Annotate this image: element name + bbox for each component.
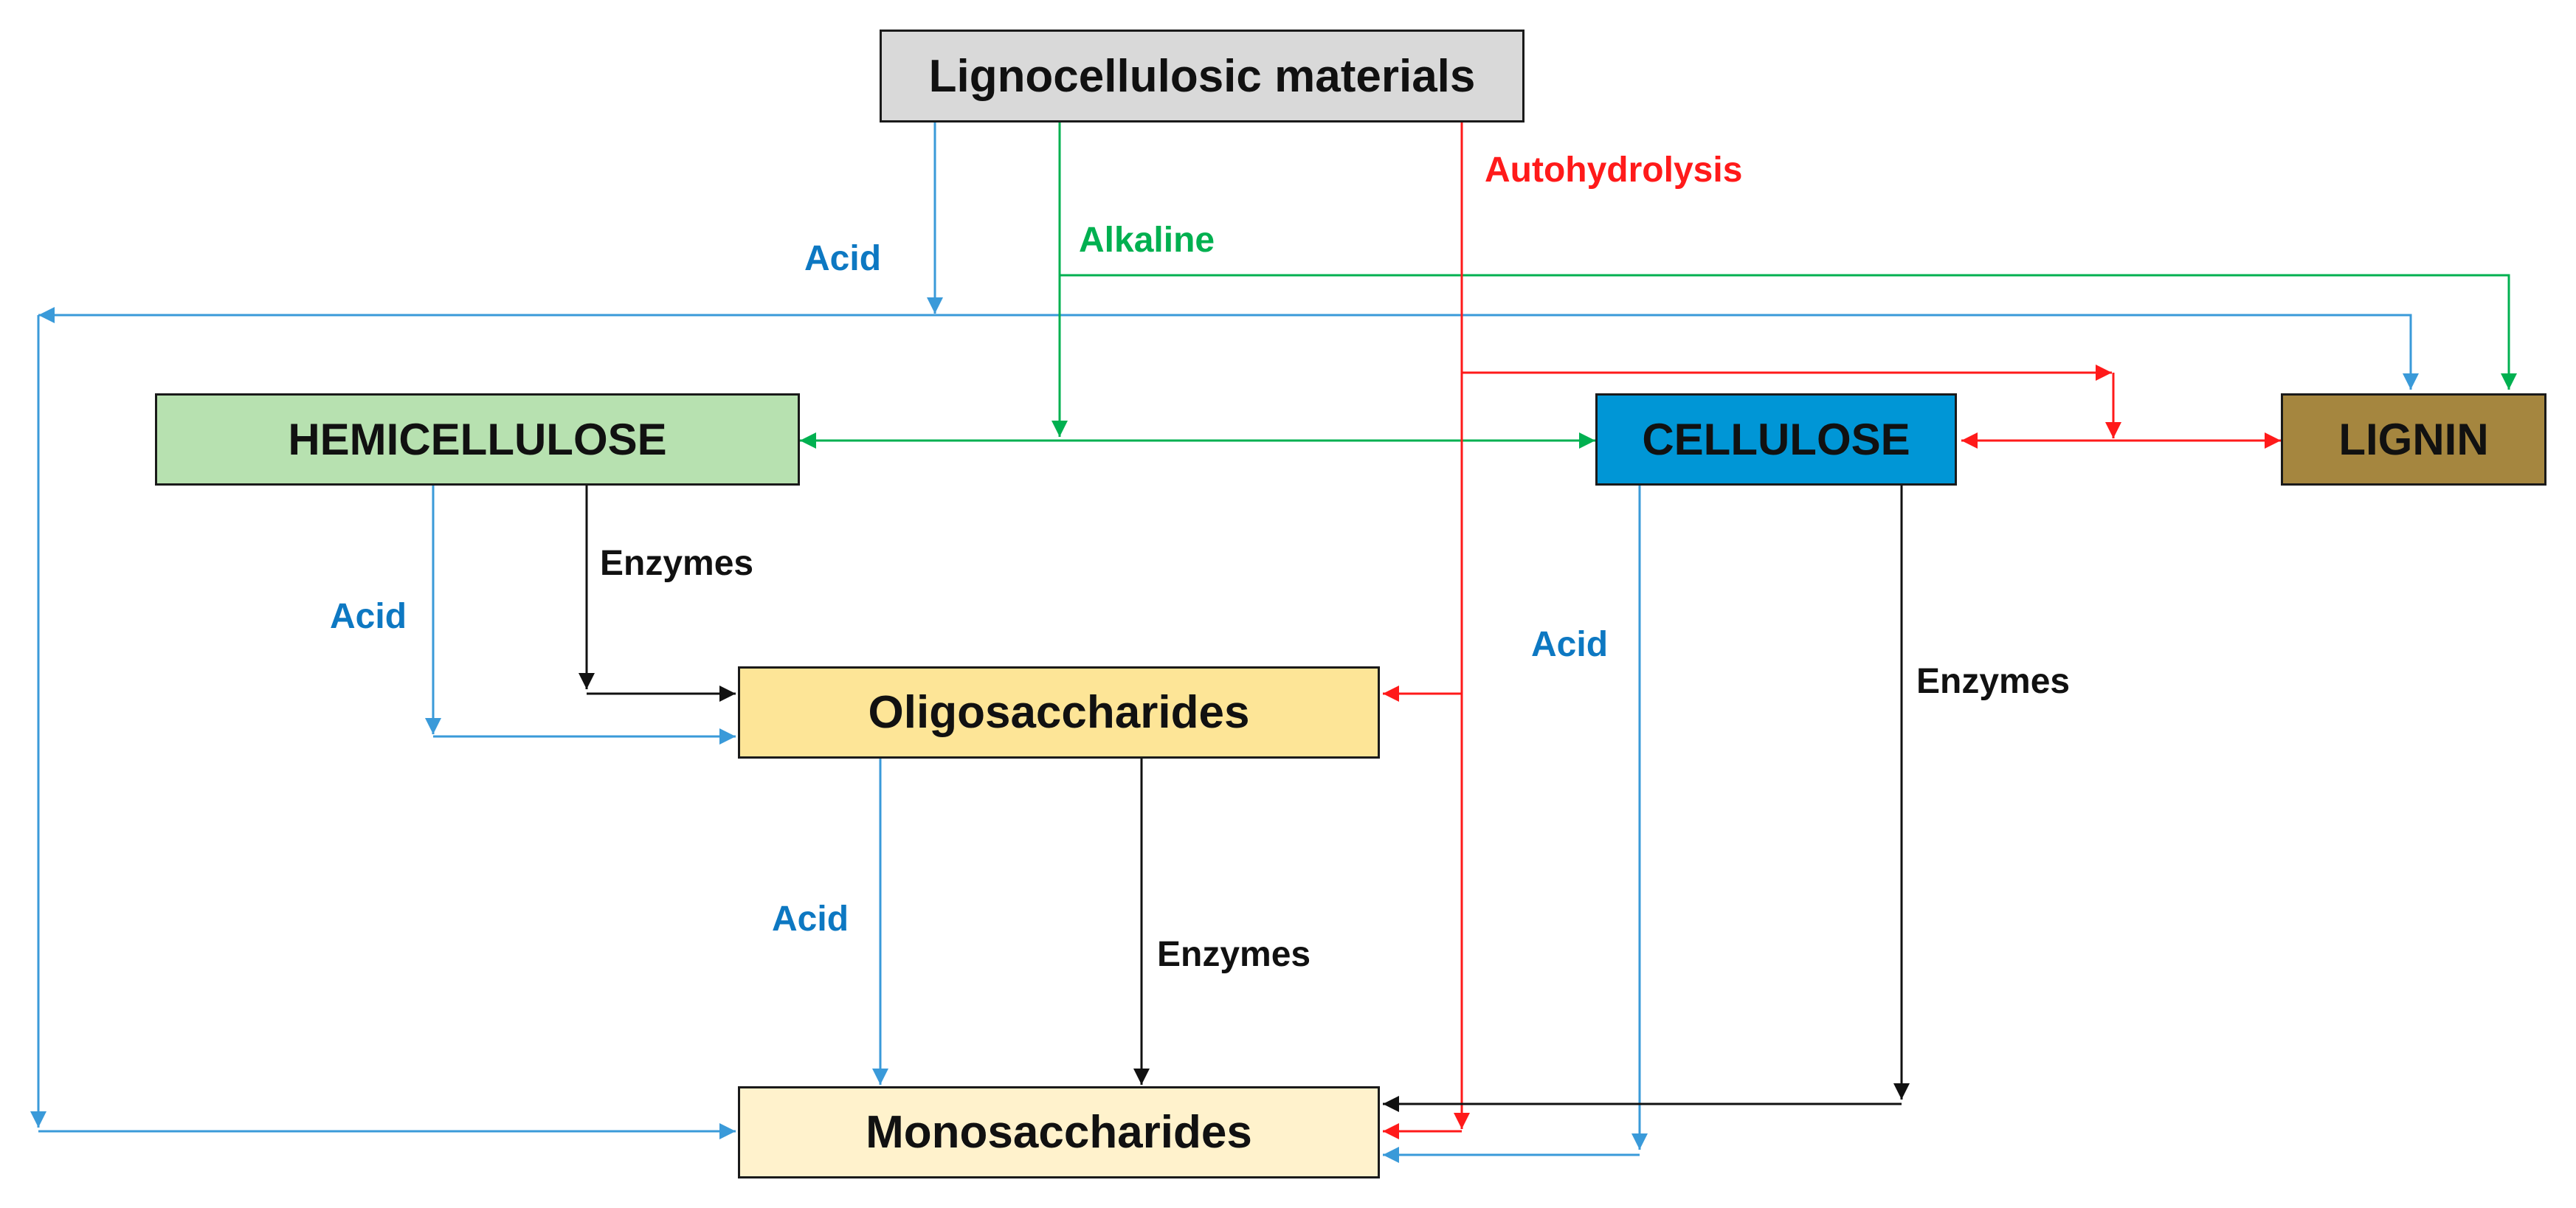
label-acid-hemicellulose: Acid — [330, 597, 407, 636]
node-oligosaccharides: Oligosaccharides — [738, 666, 1380, 759]
node-cellulose: CELLULOSE — [1595, 393, 1957, 486]
label-enzymes-cellulose: Enzymes — [1916, 662, 2071, 701]
node-lignocellulosic-materials: Lignocellulosic materials — [880, 30, 1524, 122]
label-enzymes-oligosaccharides: Enzymes — [1157, 935, 1311, 974]
alkaline-edge-to-lignin — [1060, 274, 2517, 390]
label-acid-top: Acid — [804, 239, 882, 278]
node-monosaccharides: Monosaccharides — [738, 1086, 1380, 1178]
node-lignin: LIGNIN — [2281, 393, 2546, 486]
node-hemicellulose: HEMICELLULOSE — [155, 393, 800, 486]
acid-edge-to-lignin — [935, 314, 2419, 390]
label-alkaline: Alkaline — [1079, 221, 1215, 260]
label-acid-cellulose: Acid — [1531, 625, 1609, 664]
label-acid-oligosaccharides: Acid — [772, 900, 849, 939]
label-enzymes-hemicellulose: Enzymes — [600, 544, 754, 583]
label-autohydrolysis: Autohydrolysis — [1485, 151, 1743, 190]
